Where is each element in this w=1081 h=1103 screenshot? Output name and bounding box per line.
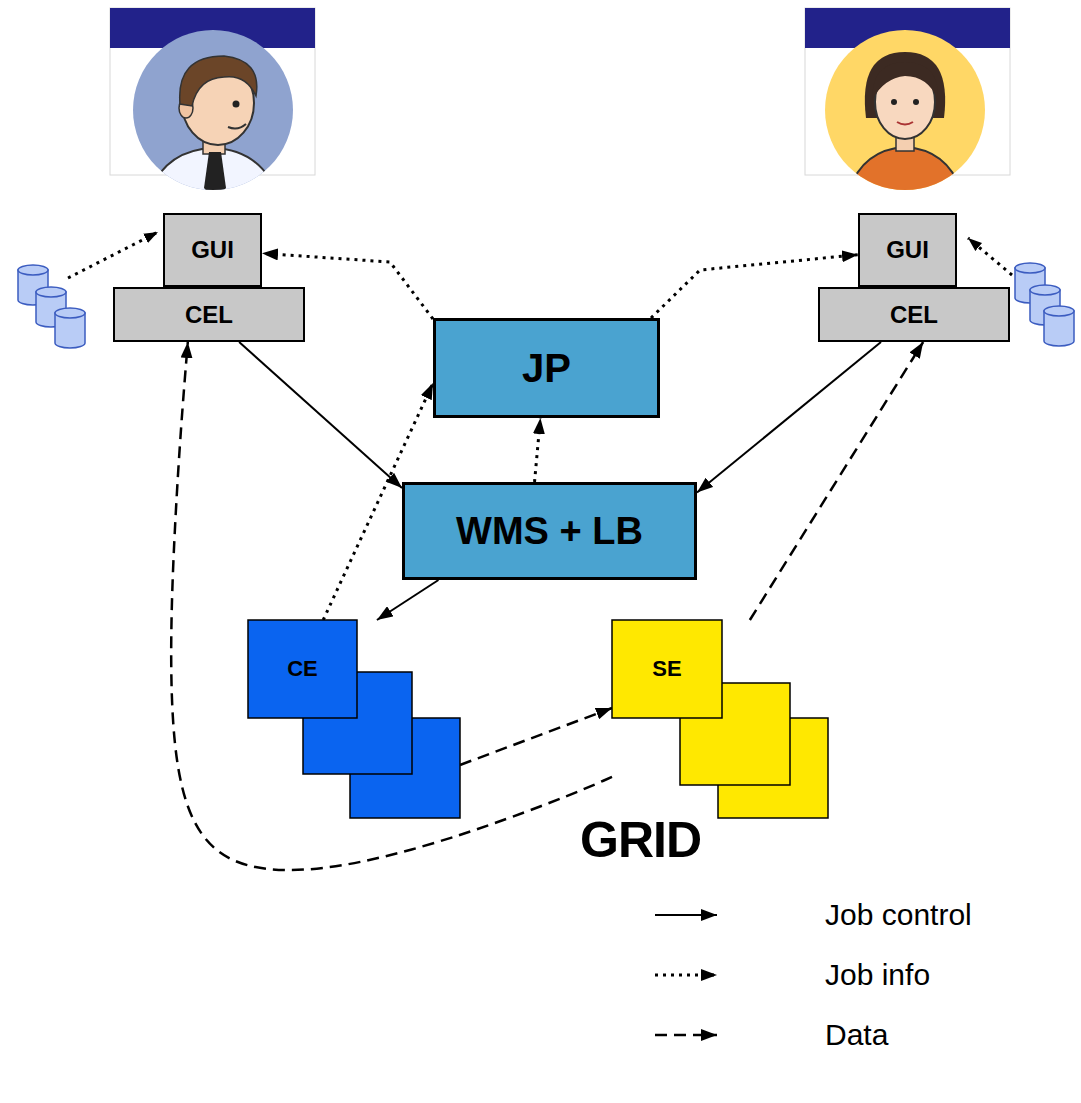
node-label: CEL [890, 301, 938, 329]
node-label: GUI [886, 236, 929, 264]
jp-box: JP [433, 318, 660, 418]
job-control-arrow [239, 342, 402, 488]
node-label: JP [522, 346, 571, 391]
data-arrow [750, 342, 923, 620]
gui-box: GUI [858, 213, 957, 287]
node-label: WMS + LB [456, 510, 643, 553]
database-cylinders [1015, 263, 1074, 346]
node-label: GUI [191, 236, 234, 264]
legend-text: Job control [825, 898, 972, 932]
data-arrow [460, 708, 612, 765]
se-stack: SE [612, 620, 828, 818]
cel-box: CEL [818, 287, 1010, 342]
node-label: SE [612, 620, 722, 718]
database-info-line [968, 238, 1012, 275]
cel-box: CEL [113, 287, 305, 342]
legend-sample [650, 885, 825, 945]
database-cylinders [18, 265, 85, 348]
stack-square [248, 620, 357, 718]
legend: Job controlJob infoData [650, 885, 972, 1065]
node-label: GRID [580, 815, 701, 865]
legend-sample [650, 1005, 825, 1065]
legend-row: Job control [650, 885, 972, 945]
data-arrow [171, 342, 612, 870]
job-control-arrow [377, 580, 439, 620]
user-avatar [805, 8, 1010, 205]
grid-cloud: GRID JP WMS + LB CE SE [150, 170, 940, 915]
ce-stack: CE [248, 620, 460, 818]
database-info-line [68, 232, 158, 278]
legend-line [655, 914, 717, 916]
legend-sample [650, 945, 825, 1005]
job-info-arrow [535, 418, 541, 482]
stack-squares [612, 620, 828, 818]
wms-lb-box: WMS + LB [402, 482, 697, 580]
legend-line [655, 1034, 717, 1037]
legend-text: Data [825, 1018, 888, 1052]
legend-row: Data [650, 1005, 972, 1065]
legend-text: Job info [825, 958, 930, 992]
legend-line [655, 974, 717, 977]
stack-squares [248, 620, 460, 818]
job-control-arrow [697, 342, 881, 493]
node-label: CE [248, 620, 357, 718]
stack-square [612, 620, 722, 718]
node-label: CEL [185, 301, 233, 329]
gui-box: GUI [163, 213, 262, 287]
user-avatar [110, 8, 315, 205]
legend-row: Job info [650, 945, 972, 1005]
